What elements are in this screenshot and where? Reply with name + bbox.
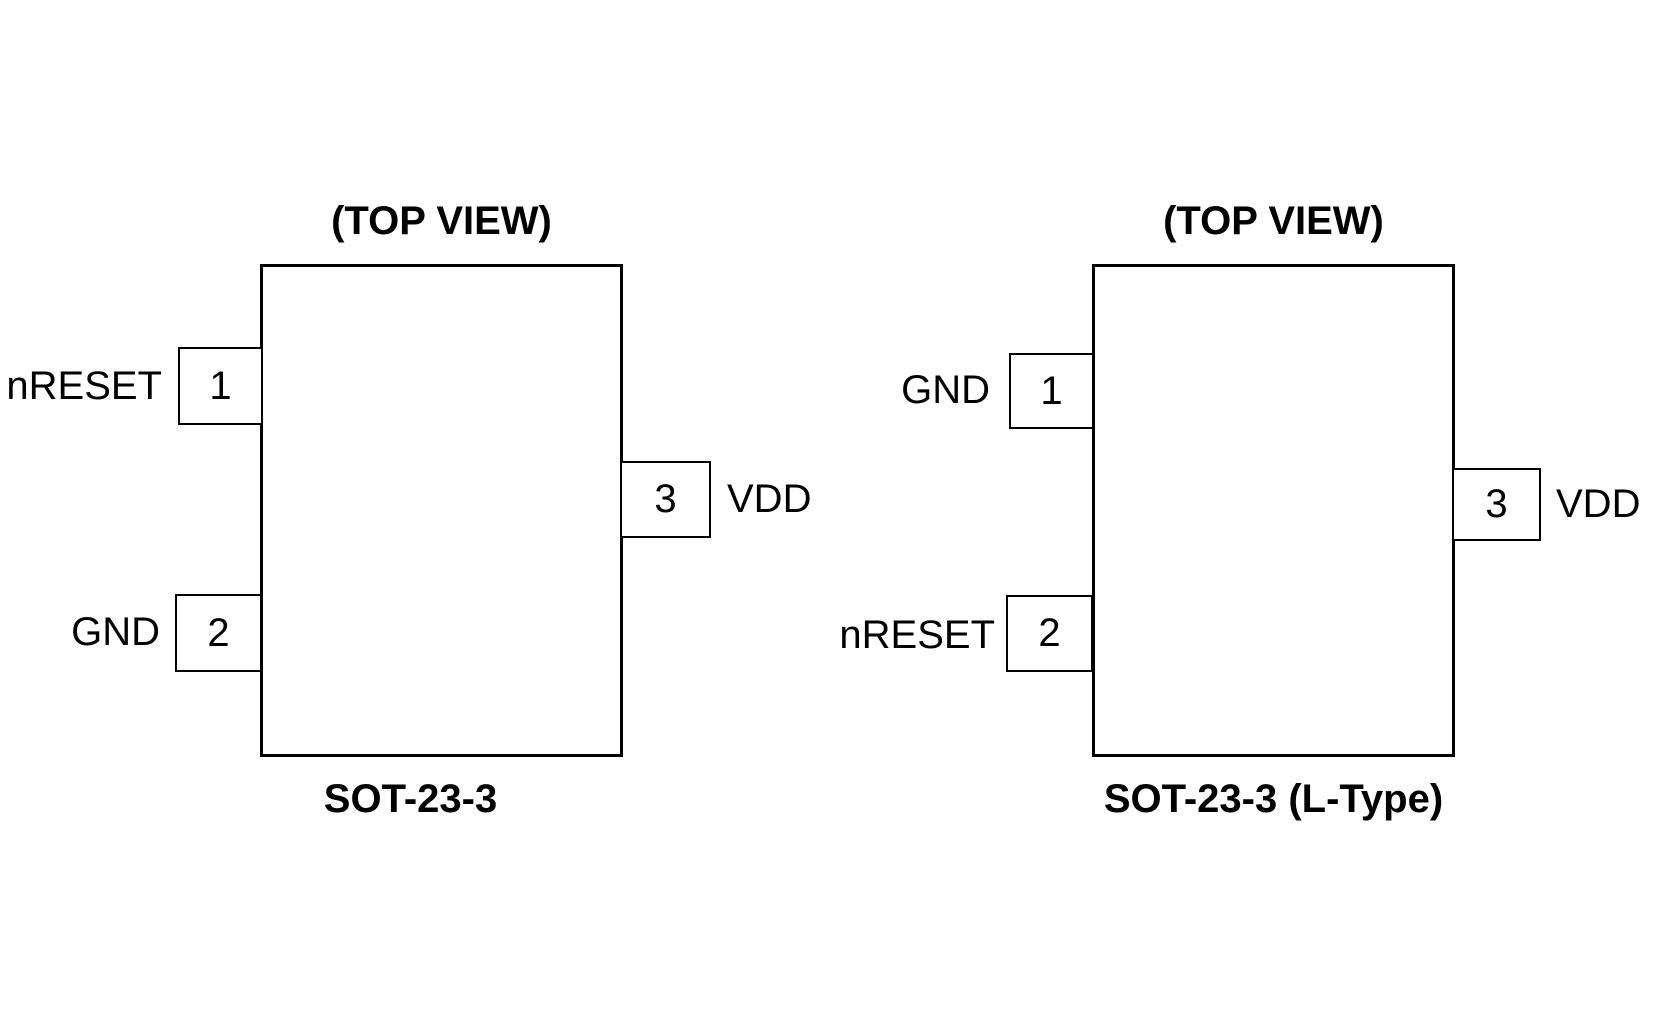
package-body [1092, 264, 1455, 757]
package-name-caption: SOT-23-3 (L-Type) [1103, 777, 1444, 821]
pin-3-number: 3 [1485, 482, 1508, 526]
pin-1-box: 1 [1009, 353, 1094, 429]
pin-2-box: 2 [1006, 595, 1093, 672]
pin-2-box: 2 [175, 594, 262, 672]
top-view-title: (TOP VIEW) [1163, 199, 1384, 243]
pin-3-box: 3 [620, 461, 711, 538]
pin-2-number: 2 [207, 610, 230, 655]
pin-1-number: 1 [209, 363, 232, 408]
pin-3-box: 3 [1452, 468, 1541, 541]
package-name-caption: SOT-23-3 [323, 777, 498, 821]
pin-3-label: VDD [727, 477, 812, 521]
pin-1-label: nRESET [6, 364, 162, 408]
top-view-title: (TOP VIEW) [331, 199, 552, 243]
pin-3-label: VDD [1556, 482, 1641, 526]
pin-1-box: 1 [178, 347, 263, 425]
pin-1-number: 1 [1040, 368, 1063, 413]
pin-3-number: 3 [654, 477, 677, 521]
pin-2-label: nRESET [839, 613, 995, 657]
pin-2-label: GND [71, 610, 160, 654]
pin-1-label: GND [901, 368, 990, 412]
package-body [260, 264, 623, 757]
pin-2-number: 2 [1038, 611, 1061, 655]
